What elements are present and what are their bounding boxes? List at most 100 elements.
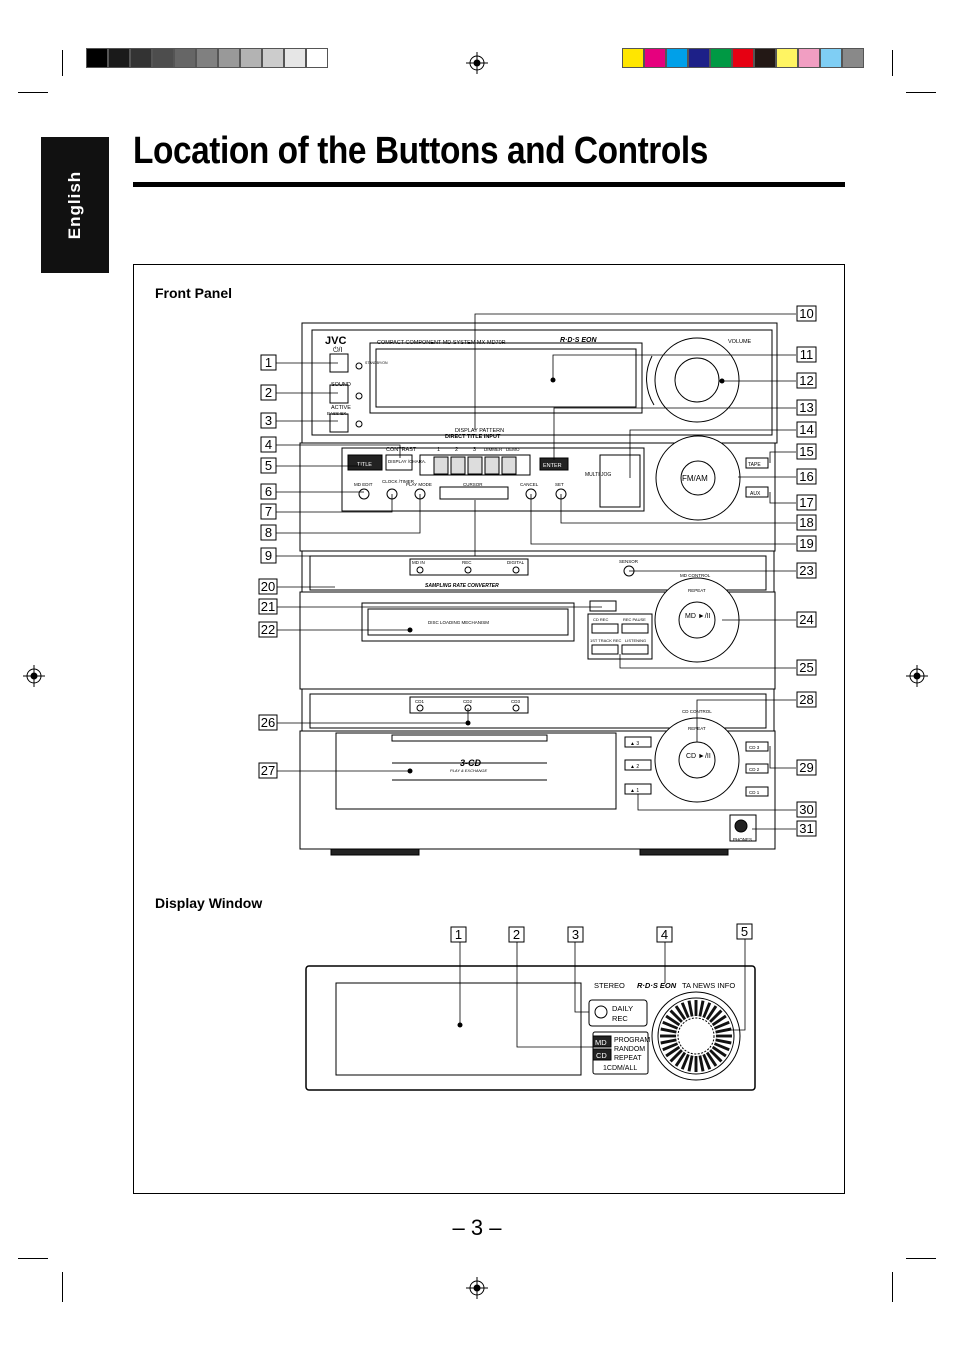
cd3-button-label: CD 3: [749, 745, 760, 750]
calibration-swatch: [820, 48, 842, 68]
crop-mark: [62, 1272, 63, 1302]
crop-mark: [906, 1258, 936, 1259]
listening-label: LISTENING: [625, 638, 646, 643]
src-label: SAMPLING RATE CONVERTER: [425, 583, 499, 589]
registration-mark-icon: [466, 52, 488, 74]
callout-21: 21: [261, 599, 275, 614]
display-window-frame: [305, 965, 756, 1091]
calibration-swatch: [108, 48, 130, 68]
set-label: SET: [555, 482, 564, 487]
calibration-swatch: [240, 48, 262, 68]
title-rule: [133, 182, 845, 187]
display-callout-2: 2: [513, 927, 520, 942]
volume-knob: [654, 337, 740, 423]
multi-jog: [599, 454, 641, 508]
volume-label: VOLUME: [728, 339, 752, 345]
cd-play-label: CD ►/II: [686, 753, 711, 760]
md-control-label: MD CONTROL: [680, 573, 711, 578]
display-pattern-label: DISPLAY PATTERN: [455, 428, 504, 434]
callout-22: 22: [261, 622, 275, 637]
display-window-label: Display Window: [155, 895, 263, 911]
play-mode-label: PLAY MODE: [406, 482, 432, 487]
sensor-label: SENSOR: [619, 559, 639, 564]
level-tick: [715, 1034, 732, 1038]
crop-mark: [906, 92, 936, 93]
calibration-swatch: [776, 48, 798, 68]
crop-mark: [892, 50, 893, 76]
front-panel-label: Front Panel: [155, 285, 233, 301]
level-tick: [669, 1009, 683, 1023]
cd1-button-label: CD 1: [749, 790, 760, 795]
dot-matrix-area: [335, 982, 582, 1076]
registration-mark-icon: [906, 665, 928, 687]
multi-jog-label: MULTI JOG: [585, 472, 611, 478]
calibration-swatch: [732, 48, 754, 68]
cd-rec-label: CD REC: [593, 617, 608, 622]
calibration-swatch: [306, 48, 328, 68]
play-exchange-label: PLAY & EXCHANGE: [450, 768, 488, 773]
brand-label: JVC: [325, 335, 346, 347]
callout-31: 31: [799, 821, 813, 836]
rec-pause-label: REC PAUSE: [623, 617, 646, 622]
daily-label: DAILY: [612, 1004, 633, 1013]
rds-label: R·D·S EON: [560, 337, 598, 344]
calibration-swatch: [644, 48, 666, 68]
fm-am-label: FM/AM: [682, 474, 708, 483]
direct-title-input-label: DIRECT TITLE INPUT: [445, 434, 501, 440]
level-tick: [680, 1053, 690, 1070]
callout-8: 8: [265, 525, 272, 540]
level-tick: [662, 1042, 679, 1052]
level-tick: [702, 1053, 712, 1070]
top-unit-inner: [311, 329, 773, 436]
callout-25: 25: [799, 660, 813, 675]
calibration-swatch: [174, 48, 196, 68]
level-tick: [715, 1038, 732, 1045]
md-repeat-label: REPEAT: [688, 588, 706, 593]
cd1-label: CD1: [415, 699, 424, 704]
callout-1: 1: [265, 355, 272, 370]
callout-15: 15: [799, 444, 813, 459]
cd2-label: CD2: [463, 699, 472, 704]
level-tick: [709, 1049, 723, 1063]
level-tick: [669, 1049, 683, 1063]
level-tick: [702, 1002, 712, 1019]
crop-mark: [18, 1258, 48, 1259]
callout-5: 5: [265, 458, 272, 473]
cd-label: CD: [596, 1051, 607, 1060]
tape-label: TAPE: [748, 462, 761, 468]
callout-3: 3: [265, 413, 272, 428]
callout-12: 12: [799, 373, 813, 388]
sound-button: [329, 384, 349, 404]
level-tick: [711, 1045, 727, 1058]
level-tick: [705, 1051, 718, 1067]
md-play-label: MD ►/II: [685, 613, 711, 620]
display-chara-button: [385, 454, 413, 471]
stereo-label: STEREO: [594, 981, 625, 990]
display-callout-1: 1: [455, 927, 462, 942]
callout-7: 7: [265, 504, 272, 519]
md-edit-label: MD EDIT: [354, 482, 373, 487]
calibration-swatch: [622, 48, 644, 68]
level-tick: [715, 1027, 732, 1034]
enter-label: ENTER: [543, 463, 562, 469]
level-tick: [660, 1027, 677, 1034]
num1-label: 1: [437, 447, 440, 453]
eject1-label: ▲ 1: [630, 788, 639, 794]
page-title: Location of the Buttons and Controls: [133, 130, 708, 172]
cancel-label: CANCEL: [520, 482, 539, 487]
rds-eon-label: R·D·S EON: [637, 981, 677, 990]
display-callout-4: 4: [661, 927, 668, 942]
crop-mark: [18, 92, 48, 93]
active-bass-button: [329, 413, 349, 433]
registration-mark-icon: [23, 665, 45, 687]
display-callout-3: 3: [572, 927, 579, 942]
registration-mark-icon: [466, 1277, 488, 1299]
level-tick: [711, 1014, 727, 1027]
callout-17: 17: [799, 495, 813, 510]
display-callout-5: 5: [741, 924, 748, 939]
contrast-label: CONTRAST: [386, 447, 417, 453]
bass-ex-label: BASS EX.: [327, 411, 348, 416]
phones-label: PHONES: [733, 837, 752, 842]
md-indicator: [592, 1035, 612, 1048]
num2-label: 2: [455, 447, 458, 453]
